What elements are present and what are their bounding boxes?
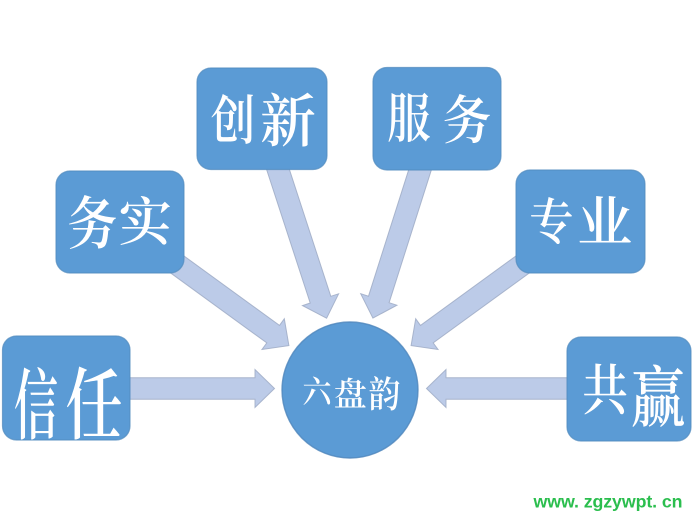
- svg-text:www. zgzywpt. cn: www. zgzywpt. cn: [533, 492, 683, 512]
